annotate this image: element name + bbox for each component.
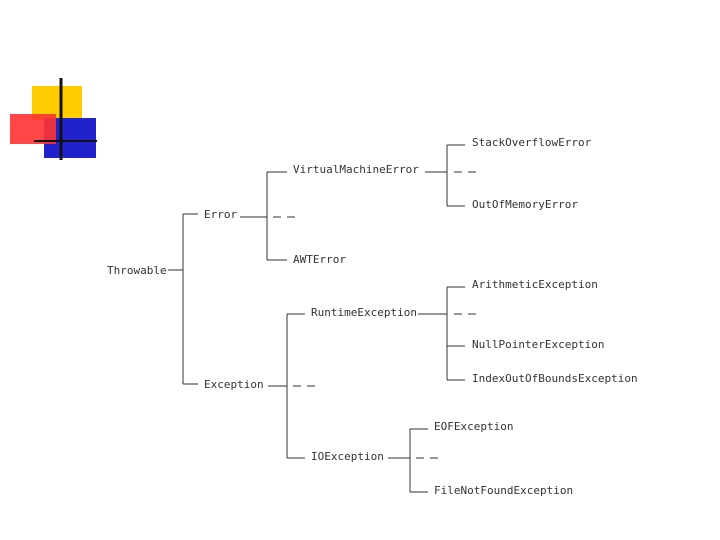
slide-corner-squares-icon (10, 78, 97, 160)
node-out-of-memory-error: OutOfMemoryError (472, 198, 578, 211)
node-arithmetic-exception: ArithmeticException (472, 278, 598, 291)
node-exception: Exception (204, 378, 264, 391)
node-null-pointer-exception: NullPointerException (472, 338, 604, 351)
node-virtual-machine-error: VirtualMachineError (293, 163, 419, 176)
node-runtime-exception: RuntimeException (311, 306, 417, 319)
node-eof-exception: EOFException (434, 420, 513, 433)
tree-labels: Throwable Error VirtualMachineError Stac… (107, 136, 638, 497)
node-index-out-of-bounds-exception: IndexOutOfBoundsException (472, 372, 638, 385)
node-file-not-found-exception: FileNotFoundException (434, 484, 573, 497)
node-io-exception: IOException (311, 450, 384, 463)
node-awt-error: AWTError (293, 253, 346, 266)
node-throwable: Throwable (107, 264, 167, 277)
node-stack-overflow-error: StackOverflowError (472, 136, 592, 149)
node-error: Error (204, 208, 237, 221)
